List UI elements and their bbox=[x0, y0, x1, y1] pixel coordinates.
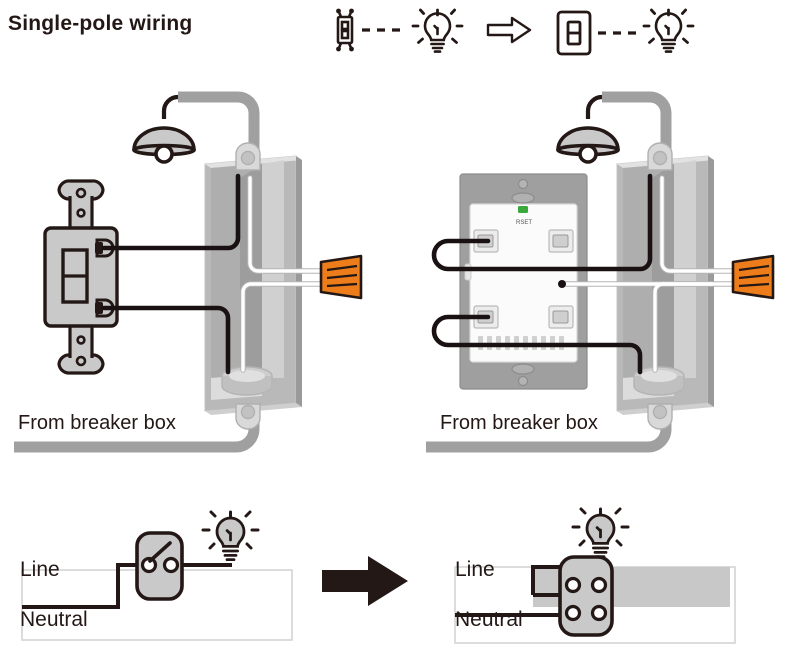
line-label-left: Line bbox=[20, 558, 60, 581]
light-bulb-icon bbox=[411, 8, 464, 53]
black-wires bbox=[431, 173, 653, 375]
pendant-light-fixture bbox=[556, 92, 620, 164]
smart-switch-side-tab bbox=[464, 263, 472, 281]
orange-wire-nut bbox=[319, 254, 363, 300]
schematic-after bbox=[440, 495, 798, 651]
toggle-switch[interactable] bbox=[43, 179, 119, 375]
strap-slot-bottom bbox=[511, 363, 535, 375]
smart-switch-print: RSET bbox=[516, 220, 532, 226]
strap-screw-bottom bbox=[75, 355, 87, 367]
terminal-block-bottom-right[interactable] bbox=[548, 305, 574, 329]
strap-screw-bottom bbox=[517, 375, 529, 387]
switch-terminal-left[interactable] bbox=[140, 556, 158, 574]
arrow-right-outline-icon bbox=[486, 16, 532, 44]
legend-icon-strip bbox=[330, 4, 700, 60]
strap-slot-top bbox=[511, 192, 535, 204]
light-bulb-icon bbox=[571, 507, 630, 558]
switch-terminal-bottom-right[interactable] bbox=[590, 604, 608, 622]
pendant-light-fixture bbox=[132, 92, 196, 164]
single-pole-switch-symbol[interactable] bbox=[135, 531, 184, 601]
terminal-block-top-right[interactable] bbox=[548, 229, 574, 253]
diagram-before bbox=[0, 78, 400, 478]
green-led bbox=[518, 206, 528, 213]
light-bulb-icon bbox=[201, 510, 260, 561]
line-label-right: Line bbox=[455, 558, 495, 581]
smart-switch-symbol[interactable] bbox=[558, 555, 614, 637]
breaker-box-label-left: From breaker box bbox=[18, 412, 176, 434]
schematic-before bbox=[0, 495, 310, 651]
switch-terminal-top-right[interactable] bbox=[590, 576, 608, 594]
switch-terminal-bottom-left[interactable] bbox=[564, 604, 582, 622]
transition-arrow bbox=[318, 552, 418, 610]
switch-terminal-top-left[interactable] bbox=[564, 576, 582, 594]
orange-wire-nut bbox=[731, 254, 775, 300]
box-knockout bbox=[221, 366, 273, 396]
diagram-after: RSET bbox=[412, 78, 798, 478]
neutral-label-right: Neutral bbox=[455, 608, 523, 631]
switch-blade bbox=[148, 541, 172, 563]
smart-switch[interactable]: RSET bbox=[459, 173, 588, 390]
neutral-label-left: Neutral bbox=[20, 608, 88, 631]
smart-switch-plate-icon bbox=[556, 10, 592, 56]
strap-screw-top bbox=[75, 187, 87, 199]
line-conductor bbox=[455, 593, 562, 617]
switch-toggle-paddle[interactable] bbox=[61, 248, 89, 304]
black-wires bbox=[101, 173, 241, 375]
arrow-right-solid-icon bbox=[322, 556, 408, 606]
breaker-box-label-right: From breaker box bbox=[440, 412, 598, 434]
switch-terminal-bottom[interactable] bbox=[95, 298, 115, 318]
strap-hole-top bbox=[76, 208, 86, 218]
page-title: Single-pole wiring bbox=[8, 12, 193, 35]
light-bulb-icon bbox=[642, 8, 695, 53]
toggle-switch-icon bbox=[336, 8, 354, 52]
box-knockout bbox=[633, 366, 685, 396]
strap-screw-top bbox=[517, 178, 529, 190]
strap-hole-bottom bbox=[76, 335, 86, 345]
switch-terminal-right[interactable] bbox=[162, 556, 180, 574]
white-wire-terminal-dot bbox=[558, 280, 566, 288]
